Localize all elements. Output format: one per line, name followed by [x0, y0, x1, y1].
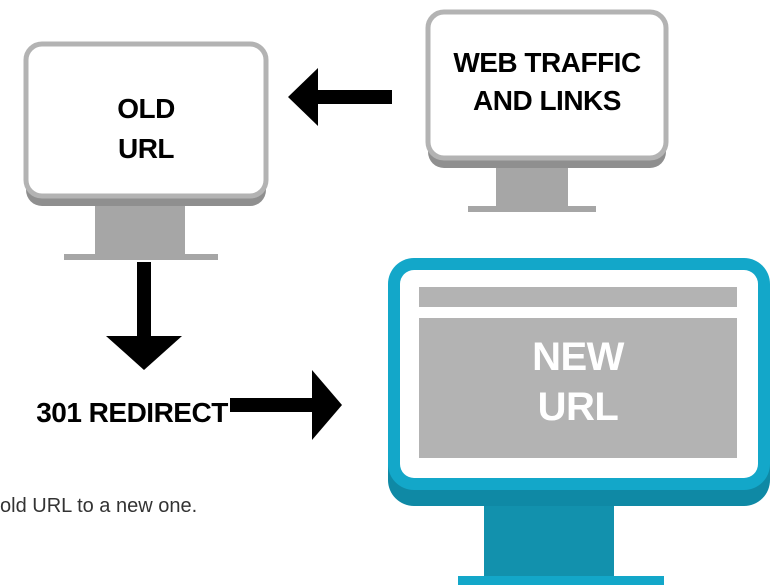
- new-url-monitor: NEW URL: [388, 258, 770, 585]
- old-monitor-label-line1: OLD: [117, 93, 175, 124]
- arrow-down-icon: [106, 262, 182, 370]
- arrow-right-icon: [230, 370, 342, 440]
- traffic-monitor-base: [468, 206, 596, 212]
- traffic-monitor-label-line1: WEB TRAFFIC: [453, 47, 641, 78]
- old-url-monitor: OLD URL: [23, 41, 269, 260]
- traffic-monitor-screen: [425, 9, 669, 161]
- new-monitor-label-line1: NEW: [532, 335, 625, 379]
- new-monitor-label-line2: URL: [538, 385, 619, 429]
- old-monitor-screen: [23, 41, 269, 199]
- caption-text: old URL to a new one.: [0, 495, 198, 517]
- new-monitor-topbar: [419, 287, 737, 307]
- new-monitor-panel: [419, 318, 737, 458]
- new-monitor-base: [458, 576, 664, 585]
- old-monitor-base: [64, 254, 218, 260]
- redirect-label: 301 REDIRECT: [36, 397, 228, 428]
- arrow-left-icon: [288, 68, 392, 126]
- traffic-monitor-stand: [496, 166, 568, 208]
- old-monitor-stand: [95, 202, 185, 256]
- old-monitor-label-line2: URL: [118, 133, 174, 164]
- traffic-monitor: WEB TRAFFIC AND LINKS: [425, 9, 669, 212]
- traffic-monitor-label-line2: AND LINKS: [473, 85, 621, 116]
